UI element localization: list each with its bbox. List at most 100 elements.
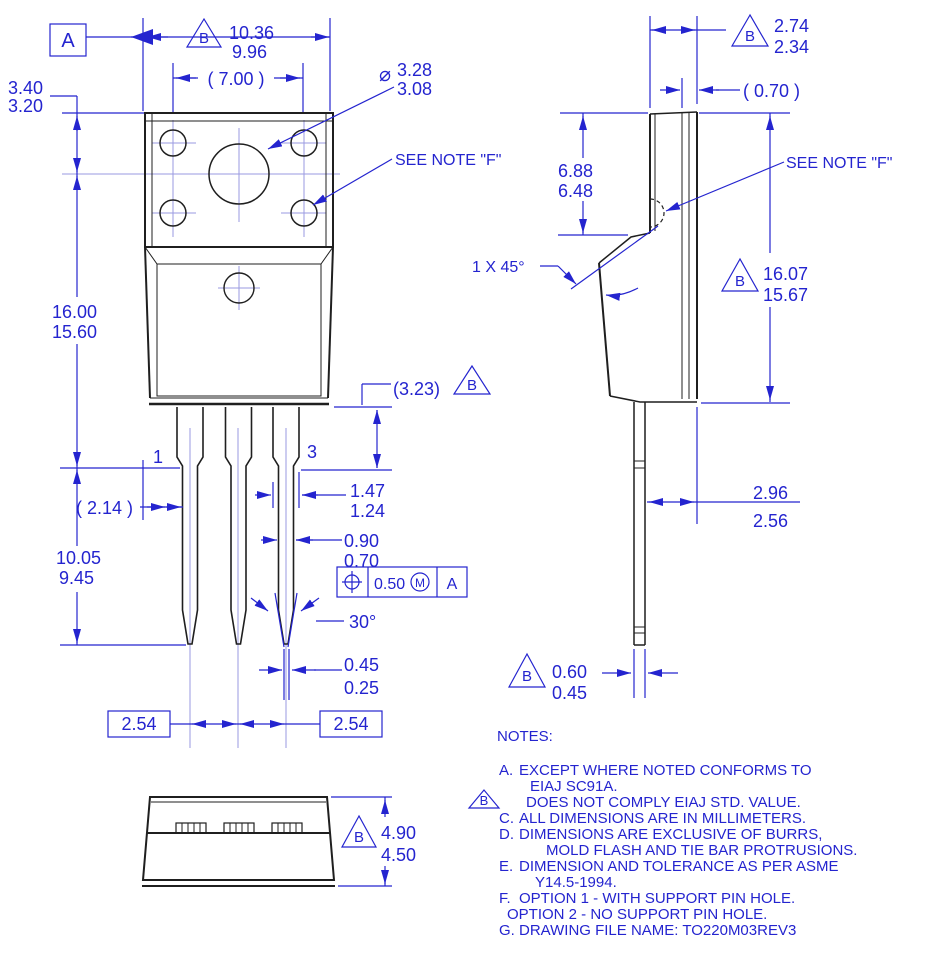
lead-setback-max: 2.96 xyxy=(753,483,788,503)
note-marker: A. xyxy=(499,762,513,779)
lead-width-max: 0.90 xyxy=(344,531,379,551)
body-thickness-min: 4.50 xyxy=(381,845,416,865)
note-text: Y14.5-1994. xyxy=(535,874,617,891)
lead-thickness-min: 0.45 xyxy=(552,683,587,703)
centerlines xyxy=(62,120,340,748)
b-flag-label: B xyxy=(467,377,477,394)
position-tolerance-value: 0.50 xyxy=(374,576,405,593)
body-thickness-max: 4.90 xyxy=(381,823,416,843)
bottom-view-outline xyxy=(141,796,336,887)
width-min: 9.96 xyxy=(232,42,267,62)
tab-height-min: 6.48 xyxy=(558,181,593,201)
side-view-dimensions: B 2.74 2.34 ( 0.70 ) 6.88 6.48 1 X 45° S… xyxy=(472,13,892,703)
overall-height-max: 16.07 xyxy=(763,264,808,284)
tip-width-min: 0.25 xyxy=(344,678,379,698)
width-max: 10.36 xyxy=(229,23,274,43)
chamfer-edge xyxy=(598,232,651,264)
lead-cross-sections xyxy=(175,822,303,834)
note-text: OPTION 1 - WITH SUPPORT PIN HOLE. xyxy=(519,890,795,907)
corner-hole xyxy=(290,129,318,157)
note-text: MOLD FLASH AND TIE BAR PROTRUSIONS. xyxy=(546,842,857,859)
b-flag-triangle xyxy=(507,652,547,688)
edge-to-lead: ( 2.14 ) xyxy=(76,498,133,518)
front-view-dimensions: A B 10.36 9.96 ( 7.00 ) ⌀ 3.28 3.08 SEE … xyxy=(8,17,501,738)
datum-a-label: A xyxy=(61,30,75,52)
corner-hole xyxy=(159,129,187,157)
note-text: ALL DIMENSIONS ARE IN MILLIMETERS. xyxy=(519,810,806,827)
diameter-symbol: ⌀ xyxy=(379,64,391,86)
lead-width-min: 0.70 xyxy=(344,551,379,571)
pitch-left: 2.54 xyxy=(121,714,156,734)
tab-offset: ( 0.70 ) xyxy=(743,81,800,101)
b-flag-label: B xyxy=(522,668,532,685)
b-flag-label: B xyxy=(745,28,755,45)
b-flag-label: B xyxy=(354,829,364,846)
note-text: DRAWING FILE NAME: TO220M03REV3 xyxy=(519,922,796,939)
hole-dia-min: 3.08 xyxy=(397,79,432,99)
chamfer-callout: 1 X 45° xyxy=(472,259,525,276)
b-flag-triangle xyxy=(452,364,492,395)
tab-to-hole-max: 3.40 xyxy=(8,78,43,98)
note-marker: E. xyxy=(499,858,513,875)
corner-hole xyxy=(159,199,187,227)
lead-shoulder-width-min: 1.24 xyxy=(350,501,385,521)
support-pin-hole-hidden xyxy=(649,198,665,228)
see-note-f-side: SEE NOTE "F" xyxy=(786,155,892,172)
note-marker: B xyxy=(480,793,489,808)
lead-3 xyxy=(272,407,300,645)
lead-length-max: 10.05 xyxy=(56,548,101,568)
hole-pitch: ( 7.00 ) xyxy=(207,69,264,89)
b-flag-label: B xyxy=(199,30,209,47)
note-text: DIMENSION AND TOLERANCE AS PER ASME xyxy=(519,858,839,875)
note-marker: G. xyxy=(499,922,515,939)
tip-angle: 30° xyxy=(349,612,376,632)
tab-height-max: 6.88 xyxy=(558,161,593,181)
b-flag-triangle xyxy=(467,789,501,809)
note-text: DIMENSIONS ARE EXCLUSIVE OF BURRS, xyxy=(519,826,822,843)
lead-2 xyxy=(224,407,253,645)
b-flag-triangle xyxy=(720,257,760,292)
thickness-max: 2.74 xyxy=(774,16,809,36)
corner-hole xyxy=(290,199,318,227)
pin-3-label: 3 xyxy=(307,442,317,462)
b-flag-triangle xyxy=(340,814,378,848)
note-marker: F. xyxy=(499,890,511,907)
lead-1 xyxy=(176,407,204,645)
support-pin-hole xyxy=(223,272,255,304)
center-mounting-hole xyxy=(208,143,270,205)
pitch-right: 2.54 xyxy=(333,714,368,734)
lead-thickness-max: 0.60 xyxy=(552,662,587,682)
tab-to-hole-min: 3.20 xyxy=(8,96,43,116)
body-height-max: 16.00 xyxy=(52,302,97,322)
thickness-min: 2.34 xyxy=(774,37,809,57)
fcf-datum-label: A xyxy=(447,576,458,593)
side-view-outline xyxy=(598,111,698,646)
shoulder-length: (3.23) xyxy=(393,379,440,399)
note-marker: C. xyxy=(499,810,514,827)
datum-a-box xyxy=(49,23,87,57)
mmc-modifier-label: M xyxy=(415,576,425,590)
lead-length-min: 9.45 xyxy=(59,568,94,588)
note-text: DOES NOT COMPLY EIAJ STD. VALUE. xyxy=(526,794,801,811)
b-flag-label: B xyxy=(735,273,745,290)
body-height-min: 15.60 xyxy=(52,322,97,342)
b-flag-triangle xyxy=(730,13,770,47)
feature-control-frame: 0.50 M A xyxy=(336,566,468,598)
lead-shoulder-width-max: 1.47 xyxy=(350,481,385,501)
front-view-outline xyxy=(144,112,334,645)
lead-setback-min: 2.56 xyxy=(753,511,788,531)
note-text: OPTION 2 - NO SUPPORT PIN HOLE. xyxy=(507,906,767,923)
pin-1-label: 1 xyxy=(153,447,163,467)
mmc-modifier-icon xyxy=(410,572,430,592)
bottom-view-dimensions: B 4.90 4.50 xyxy=(331,796,416,887)
note-marker: D. xyxy=(499,826,514,843)
notes-title: NOTES: xyxy=(497,728,553,745)
note-text: EIAJ SC91A. xyxy=(530,778,618,795)
b-flag-triangle xyxy=(185,17,223,48)
tip-width-max: 0.45 xyxy=(344,655,379,675)
notes-section: NOTES: A. EXCEPT WHERE NOTED CONFORMS TO… xyxy=(467,728,857,939)
hole-dia-max: 3.28 xyxy=(397,60,432,80)
note-text: EXCEPT WHERE NOTED CONFORMS TO xyxy=(519,762,812,779)
